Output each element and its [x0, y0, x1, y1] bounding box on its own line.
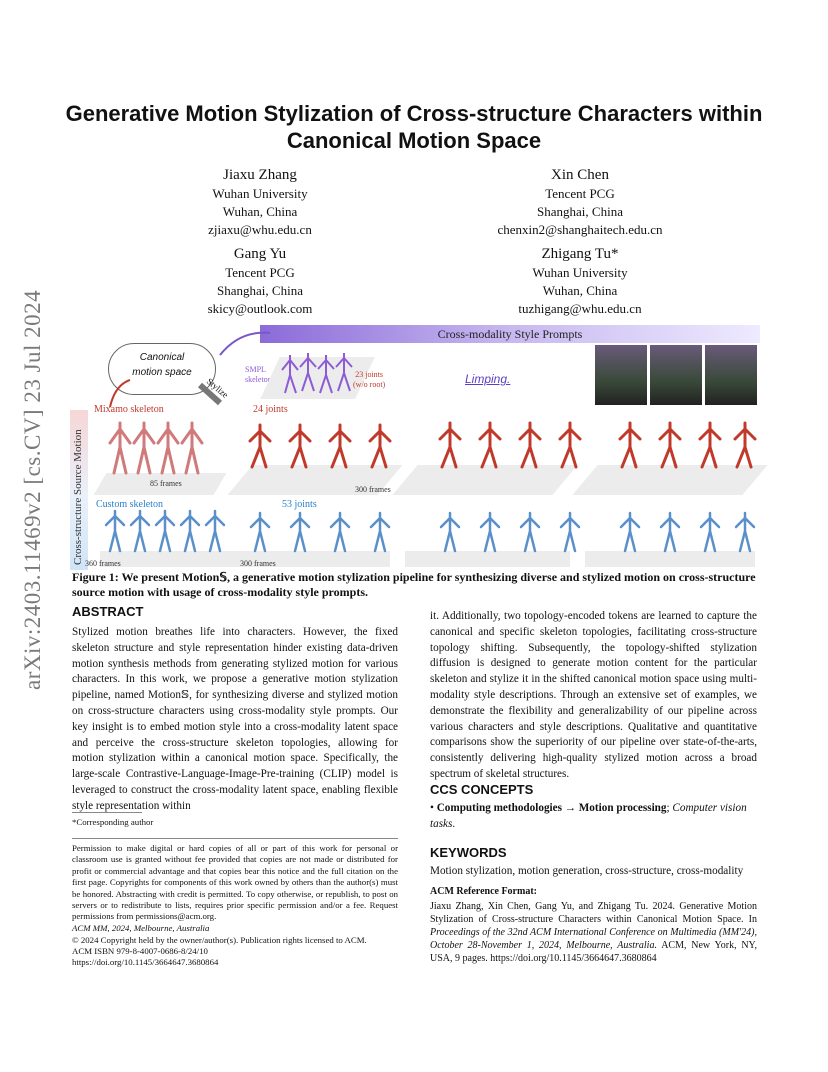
custom-floor [100, 551, 250, 567]
keywords-heading: KEYWORDS [430, 845, 507, 860]
author-location: Wuhan, China [542, 283, 618, 298]
teaser-figure: Cross-modality Style Prompts Canonical m… [70, 325, 768, 570]
limping-prompt: Limping. [465, 372, 511, 386]
joints23-label: 23 joints (w/o root) [353, 370, 385, 390]
style-photo-strip [595, 345, 760, 407]
author-block: Gang Yu Tencent PCG Shanghai, China skic… [160, 244, 360, 318]
joints23-line: 23 joints [355, 370, 383, 379]
permission-rule [72, 838, 398, 839]
smpl-label-line: SMPL [245, 365, 266, 374]
acm-ref-proceedings: Proceedings of the 32nd ACM Internationa… [430, 927, 757, 951]
author-affiliation: Tencent PCG [225, 265, 295, 280]
abstract-heading: ABSTRACT [72, 604, 144, 619]
ccs-concepts: • Computing methodologies → Motion proce… [430, 801, 757, 833]
joints23-line: (w/o root) [353, 380, 386, 389]
author-block: Xin Chen Tencent PCG Shanghai, China che… [470, 165, 690, 239]
canonical-space-cloud: Canonical motion space [108, 343, 216, 395]
arxiv-stamp: arXiv:2403.11469v2 [cs.CV] 23 Jul 2024 [20, 289, 45, 690]
author-block: Jiaxu Zhang Wuhan University Wuhan, Chin… [160, 165, 360, 239]
style-prompts-bar: Cross-modality Style Prompts [260, 325, 760, 343]
cloud-label: motion space [132, 367, 192, 378]
frames-label: 360 frames [85, 559, 121, 568]
acm-ref-heading: ACM Reference Format: [430, 886, 537, 897]
stylized-floor [585, 551, 755, 567]
acm-ref-text: Jiaxu Zhang, Xin Chen, Gang Yu, and Zhig… [430, 900, 757, 965]
ccs-term: Computing methodologies → Motion process… [436, 802, 667, 814]
mixamo-label: Mixamo skeleton [94, 404, 164, 415]
paper-title: Generative Motion Stylization of Cross-s… [65, 101, 763, 153]
venue: ACM MM, 2024, Melbourne, Australia [72, 923, 210, 933]
smpl-label-line: skeleton [245, 375, 272, 384]
author-affiliation: Wuhan University [532, 265, 628, 280]
author-location: Wuhan, China [222, 204, 298, 219]
ccs-end: . [452, 817, 456, 830]
doi-link[interactable]: https://doi.org/10.1145/3664647.3680864 [72, 957, 219, 967]
author-name: Jiaxu Zhang [223, 167, 297, 183]
author-name: Xin Chen [551, 167, 609, 183]
author-affiliation: Tencent PCG [545, 186, 615, 201]
joints24-label: 24 joints [253, 404, 288, 415]
author-email[interactable]: zjiaxu@whu.edu.cn [208, 222, 312, 237]
footnote-rule [72, 812, 142, 813]
author-block: Zhigang Tu* Wuhan University Wuhan, Chin… [480, 244, 680, 318]
figure-caption: Figure 1: We present Motion𝕊, a generati… [72, 570, 756, 599]
abstract-left: Stylized motion breathes life into chara… [72, 626, 398, 812]
frames-label: 300 frames [355, 485, 391, 494]
author-affiliation: Wuhan University [212, 186, 308, 201]
isbn: ACM ISBN 979-8-4007-0686-8/24/10 [72, 946, 208, 956]
footnote: *Corresponding author [72, 817, 154, 827]
acm-ref-part: ACM, New York, NY, USA, 9 pages. https:/… [430, 940, 757, 964]
stylized-floor [235, 551, 390, 567]
acm-ref-part: Jiaxu Zhang, Xin Chen, Gang Yu, and Zhig… [430, 901, 757, 925]
author-location: Shanghai, China [217, 283, 303, 298]
frames-label: 85 frames [150, 479, 182, 488]
author-email[interactable]: chenxin2@shanghaitech.edu.cn [497, 222, 663, 237]
author-name: Zhigang Tu* [541, 246, 619, 262]
frames-label: 300 frames [240, 559, 276, 568]
ccs-bullet: • [430, 802, 434, 814]
source-motion-band [70, 410, 88, 570]
cloud-label: Canonical [139, 352, 185, 363]
permission-notice: Permission to make digital or hard copie… [72, 843, 398, 922]
source-motion-label: Cross-structure Source Motion [72, 429, 84, 565]
custom-label: Custom skeleton [96, 499, 163, 510]
copyright: © 2024 Copyright held by the owner/autho… [72, 935, 367, 945]
ccs-subterm: Computer vision tasks [430, 802, 747, 830]
author-email[interactable]: tuzhigang@whu.edu.cn [518, 301, 642, 316]
author-email[interactable]: skicy@outlook.com [207, 301, 313, 316]
author-name: Gang Yu [233, 246, 287, 262]
style-photo [650, 345, 702, 405]
ccs-heading: CCS CONCEPTS [430, 782, 534, 797]
joints53-label: 53 joints [282, 499, 317, 510]
style-photo [595, 345, 647, 405]
keywords: Motion stylization, motion generation, c… [430, 865, 744, 877]
custom-skeletons [104, 509, 756, 553]
stylized-floor [405, 551, 570, 567]
ccs-separator: ; [666, 802, 670, 814]
style-photo [705, 345, 757, 405]
mixamo-skeletons [108, 421, 757, 475]
figure-arrows [109, 331, 271, 408]
author-location: Shanghai, China [537, 204, 623, 219]
abstract-right: it. Additionally, two topology-encoded t… [430, 610, 757, 780]
smpl-label: SMPL skeleton [245, 365, 272, 385]
smpl-skeletons [281, 353, 353, 394]
